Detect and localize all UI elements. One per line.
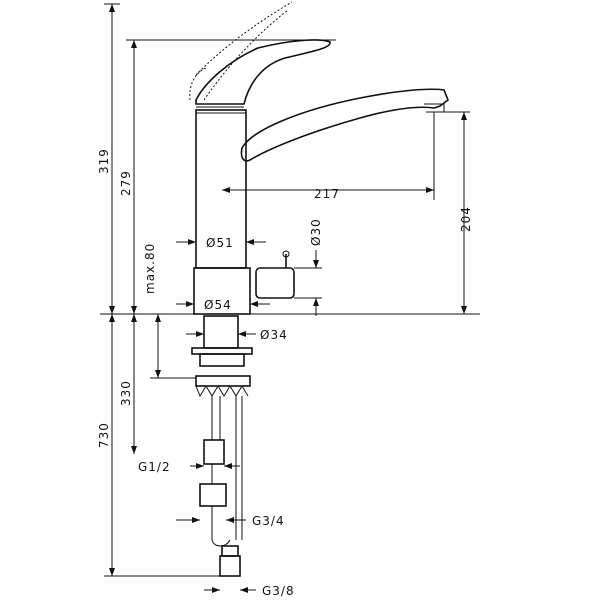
label-217: 217 [314, 187, 340, 201]
spout [240, 88, 449, 162]
lever-handle [195, 39, 331, 105]
label-g34: G3/4 [252, 514, 285, 528]
connector-g38 [219, 555, 241, 577]
arrow-330-bottom [131, 446, 137, 454]
label-max80: max.80 [143, 243, 157, 294]
arrow-730-top [109, 314, 115, 322]
arrow-319-top [109, 4, 115, 12]
arrow-54-left [186, 301, 194, 307]
arrow-30-bottom [313, 298, 319, 306]
arrow-30-top [313, 260, 319, 268]
shank [203, 315, 239, 349]
label-d51: Ø51 [206, 236, 234, 250]
arrow-g34-right [226, 517, 234, 523]
arrow-54-right [250, 301, 258, 307]
lever-raised-ghost [189, 1, 293, 101]
arrow-80-top [155, 314, 161, 322]
connector-g34 [199, 483, 227, 507]
arrow-51-left [188, 239, 196, 245]
arrow-279-bottom [131, 306, 137, 314]
fixing-bracket [195, 375, 251, 387]
arrow-g38-right [240, 587, 248, 593]
arrow-51-right [246, 239, 254, 245]
arrow-217-left [222, 187, 230, 193]
arrow-217-right [426, 187, 434, 193]
label-d54: Ø54 [204, 298, 232, 312]
connector-g12 [203, 439, 225, 465]
label-319: 319 [97, 148, 111, 174]
label-d34: Ø34 [260, 328, 288, 342]
mounting-plate [191, 347, 253, 355]
mounting-nut [199, 353, 245, 367]
arrow-34-right [238, 331, 246, 337]
arrow-330-top [131, 314, 137, 322]
fixing-teeth [195, 385, 249, 398]
label-g38: G3/8 [262, 584, 295, 598]
arrow-g12-right [224, 463, 232, 469]
bottom-nut [221, 545, 239, 557]
side-valve-knob-cap [282, 250, 290, 258]
arrow-80-bottom [155, 370, 161, 378]
arrow-g12-left [196, 463, 204, 469]
label-g12: G1/2 [138, 460, 171, 474]
spout-aerator [424, 103, 445, 113]
arrow-34-left [196, 331, 204, 337]
label-279: 279 [119, 170, 133, 196]
arrow-204-top [461, 112, 467, 120]
label-330: 330 [119, 380, 133, 406]
arrow-204-bottom [461, 306, 467, 314]
hose-join [211, 539, 231, 547]
side-valve [255, 267, 295, 299]
arrow-g34-left [192, 517, 200, 523]
arrow-319-bottom [109, 306, 115, 314]
arrow-730-bottom [109, 568, 115, 576]
label-d30: Ø30 [309, 218, 323, 246]
arrow-g38-left [212, 587, 220, 593]
label-204: 204 [459, 206, 473, 232]
label-730: 730 [97, 422, 111, 448]
arrow-279-top [131, 40, 137, 48]
